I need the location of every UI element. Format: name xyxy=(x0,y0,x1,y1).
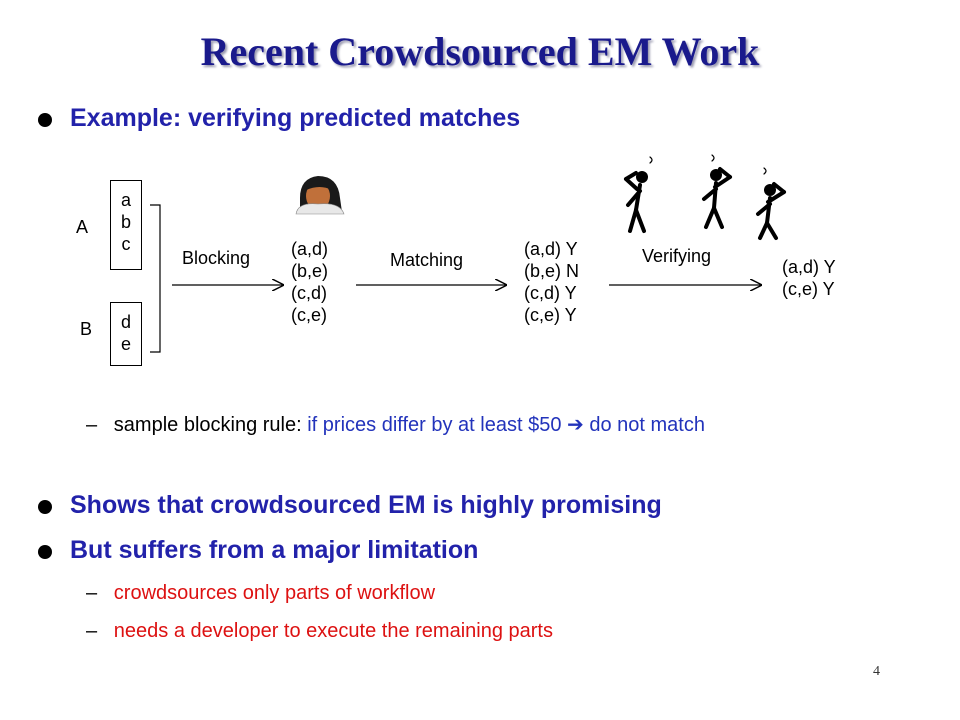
page-number: 4 xyxy=(873,664,880,679)
matched-pairs: (a,d) Y (b,e) N (c,d) Y (c,e) Y xyxy=(524,238,579,326)
table-b-label: B xyxy=(80,319,93,339)
bullet-marker xyxy=(38,500,52,514)
crowd-worker-icon xyxy=(624,154,786,240)
table-a-row: c xyxy=(121,234,131,254)
verified-pair: (c,e) Y xyxy=(782,279,835,299)
bullet-marker xyxy=(38,113,52,127)
developer-icon xyxy=(295,176,345,215)
matched-pair: (a,d) Y xyxy=(524,239,578,259)
dash: – xyxy=(86,620,98,642)
candidate-pair: (c,d) xyxy=(291,283,327,303)
table-b-row: e xyxy=(120,334,131,354)
dash: – xyxy=(86,582,98,604)
table-a-box: a b c xyxy=(110,180,142,270)
sample-blocking-rule: – sample blocking rule: if prices differ… xyxy=(86,412,705,437)
table-a-row: b xyxy=(120,212,131,232)
verified-pair: (a,d) Y xyxy=(782,257,836,277)
candidate-pairs: (a,d) (b,e) (c,d) (c,e) xyxy=(291,238,328,326)
candidate-pair: (a,d) xyxy=(291,239,329,259)
candidate-pair: (c,e) xyxy=(291,305,327,325)
limitation-text-1: crowdsources only parts of workflow xyxy=(113,582,436,604)
step-matching-label: Matching xyxy=(390,250,464,270)
bullet-promising: Shows that crowdsourced EM is highly pro… xyxy=(70,491,662,519)
matched-pair: (b,e) N xyxy=(524,261,580,281)
right-arrow-icon: ➔ xyxy=(567,414,584,436)
step-verifying-label: Verifying xyxy=(642,246,712,266)
table-a-label: A xyxy=(76,217,89,237)
table-b-box: d e xyxy=(110,302,142,366)
matched-pair: (c,d) Y xyxy=(524,283,577,303)
bullet-example: Example: verifying predicted matches xyxy=(70,104,521,132)
rule-prefix: sample blocking rule: xyxy=(113,414,308,436)
slide-title: Recent Crowdsourced EM Work xyxy=(200,29,760,74)
rule-result: do not match xyxy=(583,414,705,436)
bullet-limitation: But suffers from a major limitation xyxy=(70,536,479,564)
verified-pairs: (a,d) Y (c,e) Y xyxy=(782,256,836,300)
matched-pair: (c,e) Y xyxy=(524,305,577,325)
limitation-item: – crowdsources only parts of workflow xyxy=(86,582,435,605)
bullet-marker xyxy=(38,545,52,559)
table-b-row: d xyxy=(120,312,131,332)
limitation-item: – needs a developer to execute the remai… xyxy=(86,620,553,643)
candidate-pair: (b,e) xyxy=(291,261,329,281)
table-a-row: a xyxy=(120,190,131,210)
step-blocking-label: Blocking xyxy=(182,248,251,268)
limitation-text-2: needs a developer to execute the remaini… xyxy=(113,620,553,642)
dash: – xyxy=(86,414,98,436)
tables-bracket xyxy=(150,204,161,353)
rule-condition: if prices differ by at least $50 xyxy=(307,414,567,436)
